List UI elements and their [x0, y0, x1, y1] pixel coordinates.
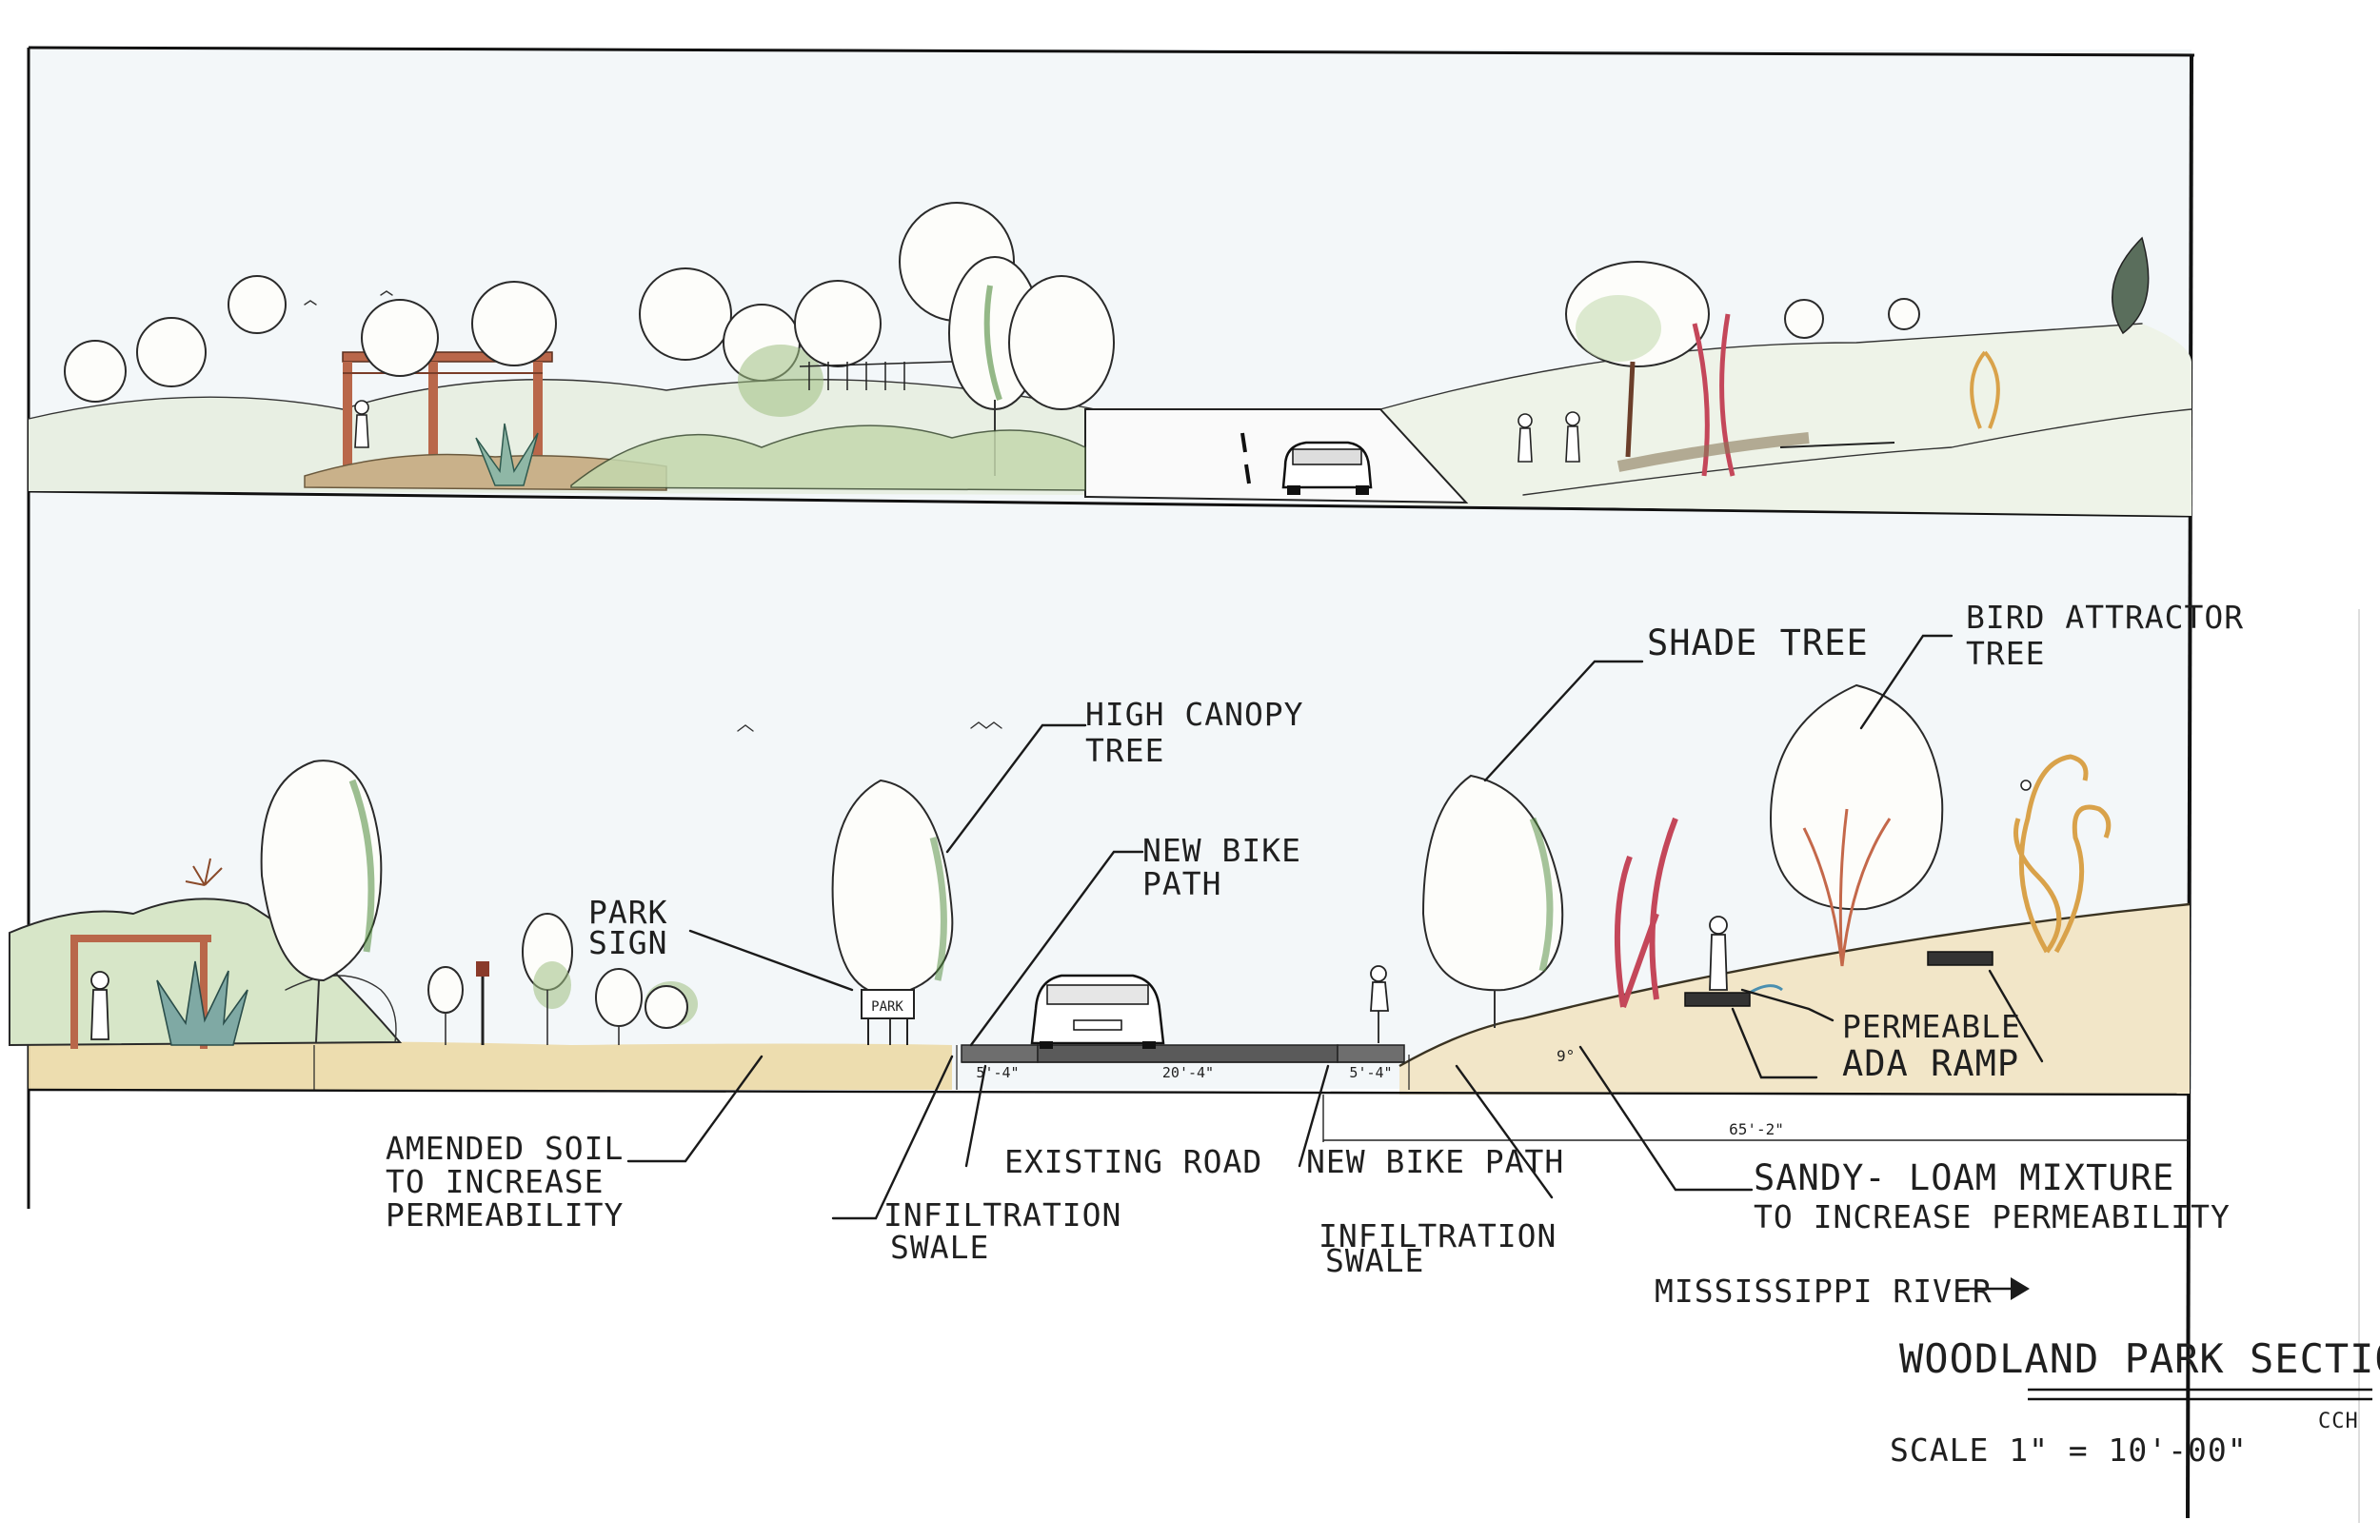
leader-bird-attractor — [1859, 634, 1954, 730]
lower-bird-2 — [970, 721, 1002, 729]
right-path-line — [1522, 408, 2192, 496]
label-infiltration-right-1: INFILTRATION — [1319, 1217, 1557, 1254]
lower-ground-line — [28, 1088, 2191, 1096]
upper-fence — [799, 361, 953, 390]
park-sign: PARK — [861, 989, 915, 1045]
right-bike-path-pavement — [1337, 1044, 1405, 1063]
ada-ramp — [1684, 951, 1993, 1007]
leader-lines — [626, 634, 2044, 1300]
frame-right-line — [2186, 54, 2193, 1519]
label-amended-soil-3: PERMEABILITY — [386, 1196, 624, 1234]
shade-tree — [1421, 774, 1564, 1028]
dim-road: 20'-4" — [1162, 1064, 1214, 1081]
upper-left-trees — [64, 202, 1115, 476]
label-amended-soil-1: AMENDED SOIL — [386, 1130, 624, 1167]
leader-amended-soil — [626, 1055, 764, 1163]
river-arrow-head — [2011, 1277, 2030, 1300]
lower-section: PARK 5'-4" 20'-4" 5'-4" — [9, 683, 2191, 1142]
upper-elevation — [28, 202, 2192, 518]
label-infiltration-left-1: INFILTRATION — [883, 1196, 1121, 1234]
label-amended-soil-2: TO INCREASE — [386, 1163, 605, 1200]
label-permeable-1: PERMEABLE — [1842, 1008, 2021, 1045]
upper-car — [1281, 441, 1373, 495]
leader-new-bike-lower — [1298, 1064, 1330, 1168]
label-mississippi-river: MISSISSIPPI RIVER — [1655, 1273, 1993, 1310]
leader-shade-tree — [1483, 660, 1644, 782]
dim-overall: 65'-2" — [1729, 1120, 1784, 1138]
leader-park-sign — [688, 929, 854, 992]
lower-person-left — [90, 971, 109, 1040]
upper-bird-1 — [380, 290, 393, 296]
lower-person-right — [1709, 916, 1728, 991]
right-embankment-line — [1398, 902, 2191, 1068]
label-sandy-loam-2: TO INCREASE PERMEABILITY — [1754, 1198, 2231, 1235]
drawing-title: WOODLAND PARK SECTION — [1899, 1335, 2380, 1382]
title-block: WOODLAND PARK SECTION CCH SCALE 1" = 10'… — [1890, 1335, 2380, 1469]
left-soil-strip — [29, 1041, 952, 1090]
right-hill-line — [1379, 323, 2143, 410]
leader-permeable-3 — [1988, 969, 2044, 1063]
road-dash-2 — [1244, 464, 1251, 484]
lower-gateway — [70, 935, 211, 1049]
dim-bike-left: 5'-4" — [976, 1064, 1019, 1081]
annotation-labels: SHADE TREE BIRD ATTRACTOR TREE HIGH CANO… — [386, 599, 2244, 1310]
label-permeable-2: ADA RAMP — [1842, 1043, 2019, 1084]
lower-car — [1030, 974, 1165, 1049]
upper-bird-2 — [304, 300, 317, 306]
leader-infiltration-right — [1455, 1064, 1554, 1199]
label-new-bike-upper-1: NEW BIKE — [1142, 832, 1301, 869]
dim-slope: 9° — [1557, 1047, 1575, 1065]
frame-top-line — [28, 46, 2195, 57]
leader-new-bike-upper — [969, 850, 1144, 1047]
cyclist — [1370, 965, 1389, 1043]
label-existing-road: EXISTING ROAD — [1004, 1143, 1262, 1180]
label-infiltration-right-2: SWALE — [1325, 1242, 1424, 1279]
label-high-canopy-1: HIGH CANOPY — [1085, 696, 1304, 733]
label-sandy-loam-1: SANDY- LOAM MIXTURE — [1754, 1157, 2174, 1198]
garden-strip — [570, 424, 1086, 491]
upper-agave — [475, 423, 539, 486]
road-dash-1 — [1240, 432, 1247, 453]
left-hill-line — [28, 379, 1096, 420]
gold-sculpture — [2013, 754, 2112, 954]
sculpture-node — [2020, 780, 2032, 791]
leader-infiltration-left — [831, 1055, 954, 1220]
label-infiltration-left-2: SWALE — [890, 1229, 989, 1266]
label-new-bike-upper-2: PATH — [1142, 865, 1221, 902]
upper-right-features — [1565, 236, 2150, 477]
lower-small-trees — [427, 913, 698, 1045]
park-sign-text: PARK — [871, 999, 903, 1015]
label-park-sign-1: PARK — [588, 894, 667, 931]
drafter-initials: CCH — [2318, 1410, 2359, 1433]
drawing-scale: SCALE 1" = 10'-00" — [1890, 1431, 2248, 1469]
leader-permeable-1 — [1740, 988, 1835, 1022]
lower-roadway: 5'-4" 20'-4" 5'-4" — [961, 1044, 1405, 1081]
label-bird-attractor-1: BIRD ATTRACTOR — [1966, 599, 2244, 636]
upper-ground-line — [28, 489, 2192, 518]
lower-left-tall-tree — [260, 760, 383, 1043]
left-bike-path-pavement — [961, 1044, 1039, 1063]
leader-permeable-2 — [1731, 1007, 1818, 1079]
road-pavement — [1037, 1044, 1339, 1063]
right-hill-fill — [1380, 324, 2192, 516]
lower-hill-bush — [185, 858, 223, 886]
dim-bike-right: 5'-4" — [1349, 1064, 1392, 1081]
label-high-canopy-2: TREE — [1085, 732, 1164, 769]
drawing-sky — [29, 49, 2192, 1089]
red-sculpture — [1614, 817, 1678, 1009]
lower-bird-1 — [737, 724, 754, 732]
leader-sandy-loam — [1578, 1045, 1754, 1192]
upper-people — [354, 400, 1580, 463]
label-bird-attractor-2: TREE — [1966, 635, 2045, 672]
label-park-sign-2: SIGN — [588, 924, 667, 961]
bird-attractor-tree — [1769, 683, 1944, 967]
lower-agave — [156, 960, 248, 1046]
leader-existing-road — [964, 1064, 987, 1168]
pergola — [342, 351, 553, 476]
leader-high-canopy — [945, 723, 1087, 854]
label-shade-tree: SHADE TREE — [1647, 622, 1869, 663]
label-new-bike-lower: NEW BIKE PATH — [1306, 1143, 1564, 1180]
